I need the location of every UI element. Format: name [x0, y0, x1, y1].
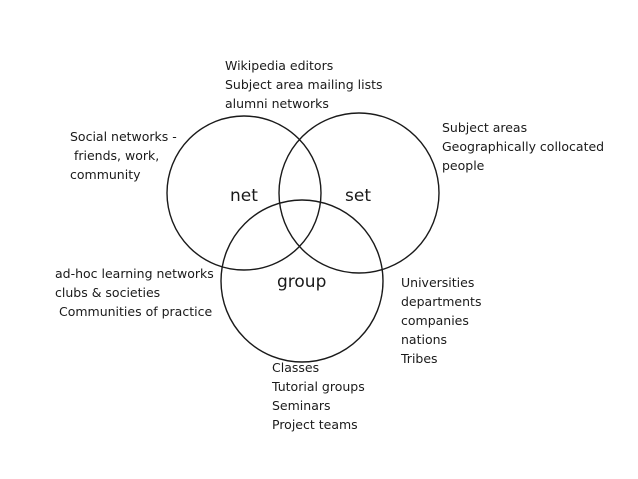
middle-right-annotation-line: nations — [401, 332, 448, 347]
top-annotation-line: alumni networks — [225, 96, 329, 111]
right-annotation-line: Subject areas — [442, 120, 528, 135]
bottom-annotation-line: Project teams — [272, 417, 358, 432]
middle-left-annotation-line: clubs & societies — [55, 285, 161, 300]
net-label: net — [230, 186, 258, 206]
middle-right-annotation: Universities departments companies natio… — [401, 273, 481, 368]
group-label: group — [277, 272, 327, 292]
right-annotation-line: Geographically collocated — [442, 139, 605, 154]
middle-left-annotation: ad-hoc learning networks clubs & societi… — [55, 264, 214, 321]
middle-right-annotation-line: Tribes — [401, 351, 438, 366]
bottom-annotation-line: Tutorial groups — [272, 379, 365, 394]
bottom-annotation-line: Classes — [272, 360, 320, 375]
set-label: set — [345, 186, 371, 206]
middle-right-annotation-line: companies — [401, 313, 469, 328]
top-annotation-line: Wikipedia editors — [225, 58, 334, 73]
net-circle — [166, 115, 322, 271]
left-annotation-line: community — [70, 167, 141, 182]
top-annotation: Wikipedia editors Subject area mailing l… — [225, 56, 383, 113]
middle-right-annotation-line: departments — [401, 294, 482, 309]
right-annotation: Subject areas Geographically collocated … — [442, 118, 604, 175]
left-annotation: Social networks - friends, work, communi… — [70, 127, 177, 184]
left-annotation-line: Social networks - — [70, 129, 177, 144]
bottom-annotation-line: Seminars — [272, 398, 331, 413]
bottom-annotation: Classes Tutorial groups Seminars Project… — [272, 358, 365, 434]
middle-left-annotation-line: Communities of practice — [55, 304, 213, 319]
middle-right-annotation-line: Universities — [401, 275, 475, 290]
left-annotation-line: friends, work, — [70, 148, 160, 163]
right-annotation-line: people — [442, 158, 485, 173]
set-circle — [278, 112, 440, 274]
group-circle — [220, 199, 384, 363]
middle-left-annotation-line: ad-hoc learning networks — [55, 266, 214, 281]
top-annotation-line: Subject area mailing lists — [225, 77, 383, 92]
